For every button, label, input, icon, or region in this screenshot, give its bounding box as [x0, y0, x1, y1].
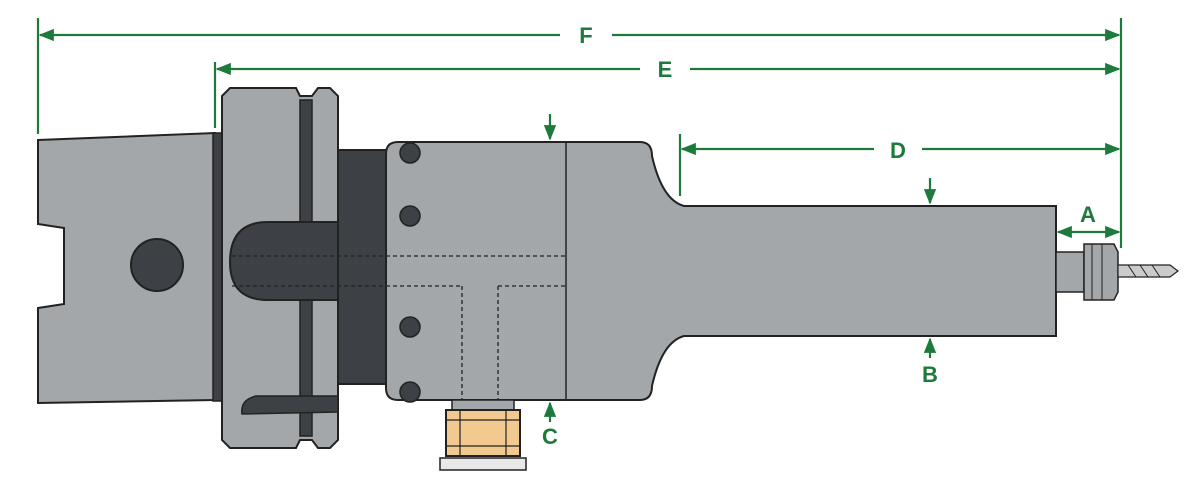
collet-body	[1055, 251, 1085, 293]
dimension-label-D: D	[890, 138, 906, 163]
drill-bit	[1117, 264, 1179, 278]
hex-nut	[445, 409, 521, 457]
drill-flutes	[1127, 264, 1161, 278]
coolant-channel	[232, 255, 566, 400]
taper-shank	[37, 131, 216, 405]
dimension-label-E: E	[658, 57, 673, 82]
screw	[399, 142, 421, 164]
dimension-label-B: B	[922, 362, 938, 387]
screw	[399, 205, 421, 227]
nut-washer	[439, 457, 527, 471]
dimension-label-C: C	[542, 424, 558, 449]
flange-slot	[228, 221, 339, 301]
drive-hole	[130, 238, 184, 292]
adapter-neck	[337, 149, 389, 385]
dimension-label-F: F	[579, 23, 592, 48]
flange-lower-notch	[241, 395, 339, 415]
shank-collar-band	[212, 132, 223, 402]
screw	[399, 381, 421, 403]
nut-stem	[451, 399, 515, 411]
main-body	[385, 141, 1057, 401]
screw	[399, 316, 421, 338]
dimension-label-A: A	[1080, 202, 1096, 227]
collet-nut	[1083, 243, 1119, 301]
